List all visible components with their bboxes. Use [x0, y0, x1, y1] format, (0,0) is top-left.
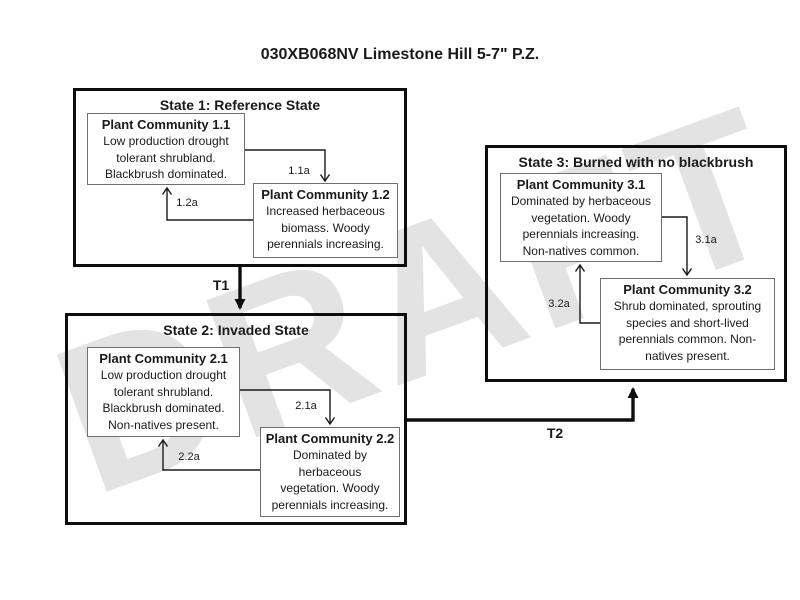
- plant-community-2-1-description: Low production drought tolerant shrublan…: [100, 368, 227, 432]
- plant-community-3-1-title: Plant Community 3.1: [516, 177, 646, 192]
- transition-label-t2: T2: [546, 425, 564, 441]
- plant-community-2-2-description: Dominated by herbaceous vegetation. Wood…: [271, 448, 389, 512]
- plant-community-box-3-2: Plant Community 3.2 Shrub dominated, spr…: [600, 278, 775, 370]
- plant-community-2-1-title: Plant Community 2.1: [99, 351, 228, 366]
- pathway-label-1-1a: 1.1a: [288, 165, 310, 177]
- plant-community-3-1-description: Dominated by herbaceous vegetation. Wood…: [510, 194, 652, 258]
- pathway-label-2-1a: 2.1a: [295, 400, 317, 412]
- state-3-title: State 3: Burned with no blackbrush: [518, 154, 754, 170]
- transition-label-t1: T1: [212, 277, 230, 293]
- plant-community-box-3-1: Plant Community 3.1 Dominated by herbace…: [500, 173, 662, 262]
- plant-community-box-1-2: Plant Community 1.2 Increased herbaceous…: [253, 183, 398, 258]
- pathway-label-1-2a: 1.2a: [176, 197, 198, 209]
- plant-community-1-1-description: Low production drought tolerant shrublan…: [103, 134, 229, 181]
- page-title: 030XB068NV Limestone Hill 5-7" P.Z.: [260, 46, 540, 63]
- pathway-label-3-1a: 3.1a: [695, 234, 717, 246]
- plant-community-1-1-title: Plant Community 1.1: [101, 117, 231, 132]
- plant-community-3-2-title: Plant Community 3.2: [623, 282, 752, 297]
- state-box-3: State 3: Burned with no blackbrush: [485, 145, 787, 382]
- plant-community-1-2-title: Plant Community 1.2: [261, 187, 390, 202]
- pathway-label-3-2a: 3.2a: [548, 298, 570, 310]
- state-box-2: State 2: Invaded State: [65, 313, 407, 525]
- state-box-1: State 1: Reference State: [73, 88, 407, 267]
- pathway-label-2-2a: 2.2a: [178, 451, 200, 463]
- plant-community-1-2-description: Increased herbaceous biomass. Woody pere…: [266, 204, 385, 251]
- plant-community-box-2-2: Plant Community 2.2 Dominated by herbace…: [260, 427, 400, 517]
- plant-community-2-2-title: Plant Community 2.2: [265, 431, 395, 446]
- plant-community-box-1-1: Plant Community 1.1 Low production droug…: [87, 113, 245, 185]
- plant-community-box-2-1: Plant Community 2.1 Low production droug…: [87, 347, 240, 437]
- state-2-title: State 2: Invaded State: [163, 322, 309, 338]
- state-1-title: State 1: Reference State: [159, 97, 321, 113]
- plant-community-3-2-description: Shrub dominated, sprouting species and s…: [613, 299, 762, 363]
